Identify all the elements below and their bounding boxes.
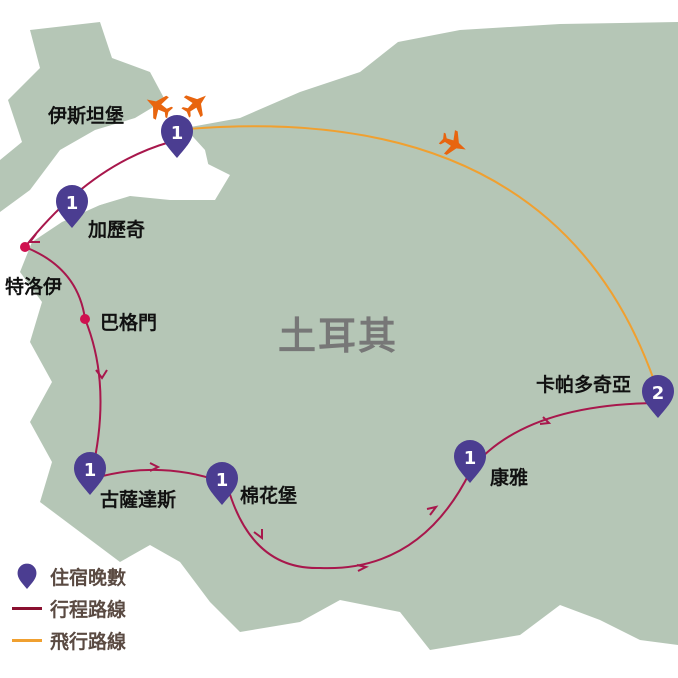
pin-cappadocia: 2 <box>642 375 674 418</box>
svg-text:1: 1 <box>171 123 184 144</box>
legend: 住宿晚數 行程路線 飛行路線 <box>12 560 126 656</box>
pin-icon <box>12 563 42 589</box>
pin-pamukkale: 1 <box>206 462 238 505</box>
label-pergamon: 巴格門 <box>100 312 158 334</box>
label-pamukkale: 棉花堡 <box>240 485 298 507</box>
route-line-swatch <box>12 606 42 610</box>
troy-dot <box>20 242 30 252</box>
legend-route: 行程路線 <box>12 592 126 624</box>
legend-nights-label: 住宿晚數 <box>50 566 127 589</box>
legend-nights: 住宿晚數 <box>12 560 126 592</box>
marmara-sea <box>70 150 230 210</box>
svg-text:1: 1 <box>216 470 229 491</box>
pergamon-dot <box>80 314 90 324</box>
label-istanbul: 伊斯坦堡 <box>48 105 125 127</box>
label-canakkale: 加歷奇 <box>88 219 146 241</box>
svg-text:2: 2 <box>652 383 665 404</box>
europe-land <box>0 22 165 212</box>
legend-route-label: 行程路線 <box>50 598 127 621</box>
svg-text:1: 1 <box>66 193 79 214</box>
label-konya: 康雅 <box>490 467 529 489</box>
legend-flight-label: 飛行路線 <box>50 630 127 653</box>
svg-text:1: 1 <box>464 448 477 469</box>
country-label: 土耳其 <box>278 314 399 358</box>
flight-route <box>176 125 659 393</box>
pin-istanbul: 1 <box>161 115 193 158</box>
label-kusadasi: 古薩達斯 <box>100 489 177 511</box>
pin-konya: 1 <box>454 440 486 483</box>
flight-line-swatch <box>12 638 42 642</box>
label-troy: 特洛伊 <box>5 276 63 298</box>
anatolia-land <box>20 22 678 650</box>
label-cappadocia: 卡帕多奇亞 <box>536 374 632 396</box>
pin-kusadasi: 1 <box>74 452 106 495</box>
pin-canakkale: 1 <box>56 185 88 228</box>
tour-route <box>24 141 659 572</box>
legend-flight: 飛行路線 <box>12 624 126 656</box>
svg-text:1: 1 <box>84 460 97 481</box>
